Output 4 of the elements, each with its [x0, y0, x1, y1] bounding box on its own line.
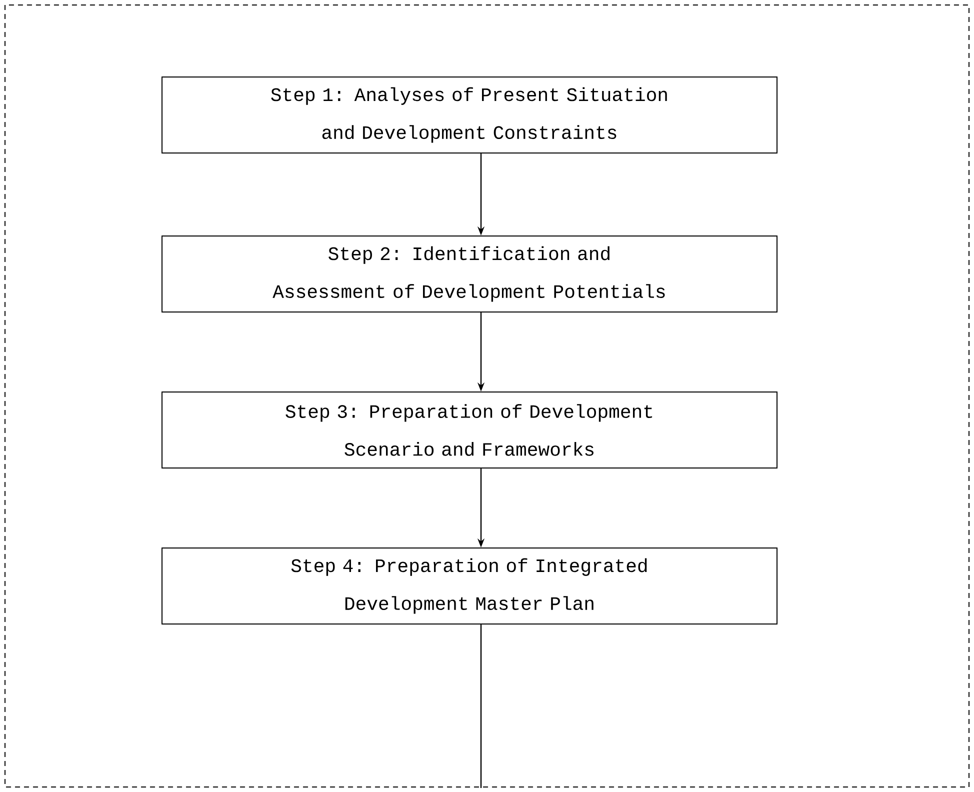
- step-box: Step 1: Analyses of Present Situation and Development Constraints: [162, 76, 778, 154]
- step-box: Step 4: Preparation of Integrated Development Master Plan: [162, 548, 778, 624]
- step-box: Step 2: Identification and Assessment of Development Potentials: [162, 236, 778, 312]
- step-box: Step 3: Preparation of Development Scenario and Frameworks: [162, 392, 778, 468]
